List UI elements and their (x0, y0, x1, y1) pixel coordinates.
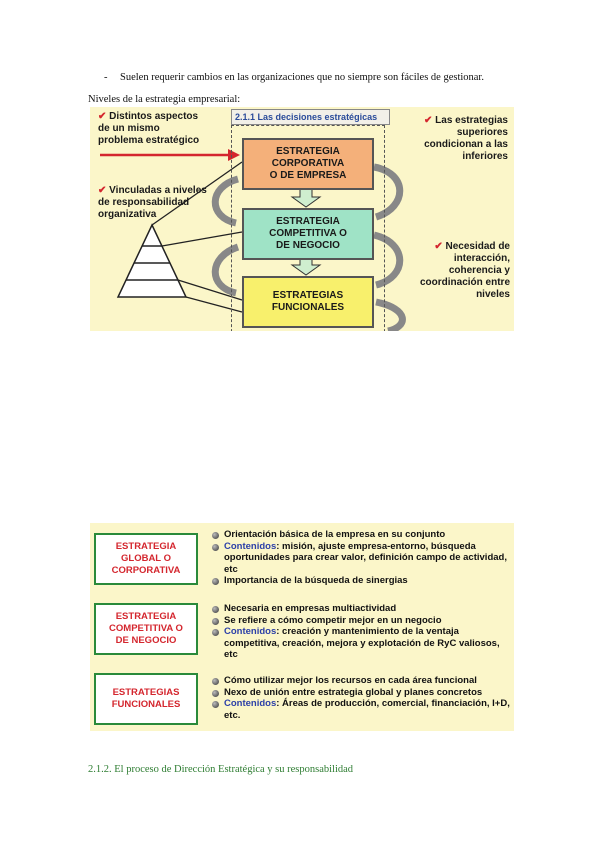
bullet-paragraph: - Suelen requerir cambios en las organiza… (104, 72, 484, 83)
list-item: Orientación básica de la empresa en su c… (212, 529, 512, 541)
list-estrategias-funcionales: Cómo utilizar mejor los recursos en cada… (212, 675, 512, 721)
dashed-frame (231, 125, 385, 331)
bullet-dash: - (104, 72, 108, 83)
strategy-table-figure: ESTRATEGIA GLOBAL O CORPORATIVA Orientac… (90, 523, 514, 731)
note-estrategias-superiores: ✔ Las estrategias superiores condicionan… (424, 115, 508, 162)
check-icon: ✔ (98, 185, 107, 196)
list-estrategia-competitiva: Necesaria en empresas multiactividad Se … (212, 603, 512, 661)
list-item: Contenidos: creación y mantenimiento de … (212, 626, 512, 661)
curved-arrow-icon (211, 243, 240, 297)
pyramid-icon (116, 223, 188, 298)
note-distintos-aspectos: ✔ Distintos aspectos de un mismo problem… (98, 111, 200, 146)
bullet-text: Suelen requerir cambios en las organizac… (120, 72, 484, 83)
list-item: Nexo de unión entre estrategia global y … (212, 687, 512, 699)
list-item: Importancia de la búsqueda de sinergias (212, 575, 512, 587)
list-estrategia-global: Orientación básica de la empresa en su c… (212, 529, 512, 587)
curved-arrow-icon (211, 175, 240, 227)
label-estrategias-funcionales: ESTRATEGIAS FUNCIONALES (94, 673, 198, 725)
label-estrategia-global: ESTRATEGIA GLOBAL O CORPORATIVA (94, 533, 198, 585)
box-estrategia-corporativa: ESTRATEGIA CORPORATIVA O DE EMPRESA (242, 138, 374, 190)
bullet-icon (212, 578, 219, 585)
strategy-levels-figure: 2.1.1 Las decisiones estratégicas ✔ Dist… (90, 107, 514, 331)
check-icon: ✔ (98, 111, 107, 122)
note-necesidad-interaccion: ✔ Necesidad de interacción, coherencia y… (419, 241, 510, 300)
list-item: Necesaria en empresas multiactividad (212, 603, 512, 615)
bullet-icon (212, 617, 219, 625)
section-heading: 2.1.2. El proceso de Dirección Estratégi… (88, 764, 354, 775)
bullet-icon (212, 701, 219, 708)
bullet-icon (212, 629, 219, 636)
bullet-icon (212, 678, 219, 685)
list-item: Contenidos: Áreas de producción, comerci… (212, 698, 512, 721)
levels-label: Niveles de la estrategia empresarial: (88, 94, 241, 105)
list-item: Cómo utilizar mejor los recursos en cada… (212, 675, 512, 687)
bullet-icon (212, 543, 219, 551)
bullet-icon (212, 606, 219, 613)
list-item: Se refiere a cómo competir mejor en un n… (212, 615, 512, 627)
note-vinculadas-niveles: ✔ Vinculadas a niveles de responsabilida… (98, 185, 207, 220)
box-estrategias-funcionales: ESTRATEGIAS FUNCIONALES (242, 276, 374, 328)
check-icon: ✔ (424, 115, 433, 126)
box-estrategia-competitiva: ESTRATEGIA COMPETITIVA O DE NEGOCIO (242, 208, 374, 260)
bullet-icon (212, 532, 219, 539)
bullet-icon (212, 689, 219, 697)
figure1-title: 2.1.1 Las decisiones estratégicas (231, 109, 390, 125)
check-icon: ✔ (434, 241, 443, 252)
list-item: Contenidos: misión, ajuste empresa-entor… (212, 541, 512, 576)
label-estrategia-competitiva: ESTRATEGIA COMPETITIVA O DE NEGOCIO (94, 603, 198, 655)
